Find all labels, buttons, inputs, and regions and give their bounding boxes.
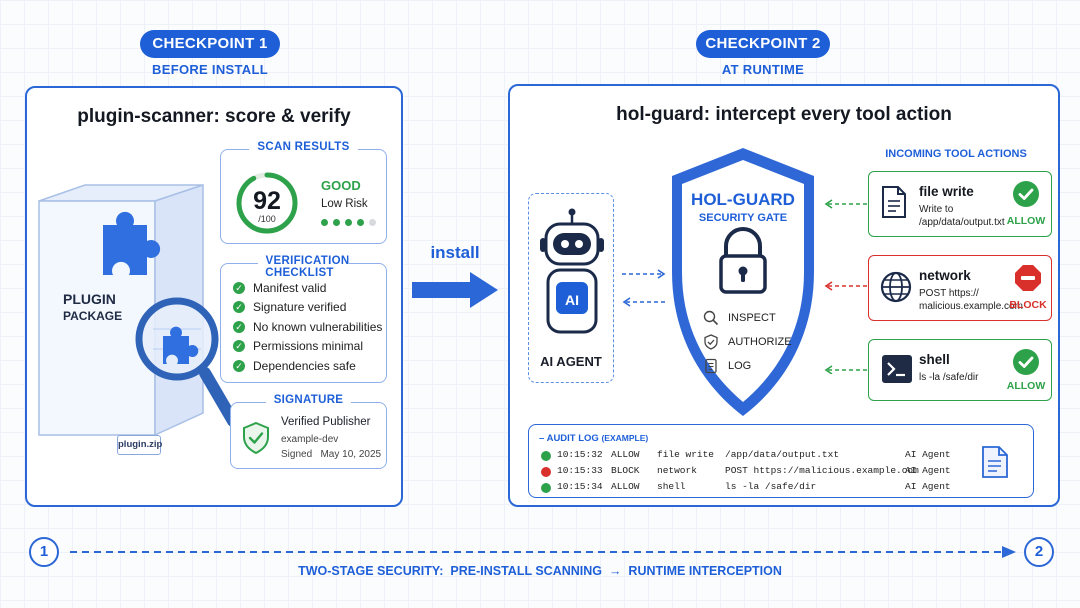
log-document-icon [705,358,717,374]
package-label-line2: PACKAGE [63,309,123,323]
action-verdict: BLOCK [1009,299,1047,311]
checklist-item: ✓No known vulnerabilities [233,317,382,337]
magnifier-icon [135,297,239,427]
action-card-file-write: file write Write to /app/data/output.txt… [868,171,1052,237]
action-card-network: network POST https:// malicious.example.… [868,255,1052,321]
globe-icon [880,271,912,303]
shield-title: HOL-GUARD [691,190,795,209]
file-icon [882,186,906,218]
scan-results-legend: SCAN RESULTS [249,141,358,153]
ai-agent-box: AI AI AGENT [528,193,614,383]
step-2-badge: 2 [1024,537,1054,567]
action-verdict: ALLOW [1006,380,1046,392]
risk-dot [321,219,328,226]
block-stop-icon [1015,265,1041,291]
audit-log-rows: 10:15:32 ALLOW file write /app/data/outp… [541,449,961,497]
signature-card: SIGNATURE Verified Publisher example-dev… [230,394,387,469]
gate-steps: INSPECT AUTHORIZE LOG [703,306,792,378]
checklist-items: ✓Manifest valid ✓Signature verified ✓No … [233,278,382,376]
check-icon: ✓ [233,340,245,353]
shield-check-icon [243,421,269,455]
risk-dot [357,219,364,226]
allow-check-icon [1013,349,1039,375]
checkpoint-1-subtitle: BEFORE INSTALL [152,62,268,77]
incoming-title: INCOMING TOOL ACTIONS [885,148,1027,160]
document-icon [982,446,1008,478]
allow-dot-icon [541,451,551,461]
checklist-legend: VERIFICATION CHECKLIST [257,255,350,279]
verification-checklist-card: VERIFICATION CHECKLIST ✓Manifest valid ✓… [220,255,387,383]
audit-log-row: 10:15:34 ALLOW shell ls -la /safe/dir AI… [541,481,961,497]
hol-guard-title: hol-guard: intercept every tool action [616,104,952,125]
hol-guard-panel: hol-guard: intercept every tool action A… [508,84,1060,507]
audit-log-title: – AUDIT LOG (EXAMPLE) [539,433,649,444]
allow-check-icon [1013,181,1039,207]
gate-step-authorize: AUTHORIZE [703,330,792,354]
score-gauge [236,172,298,234]
checklist-item: ✓Signature verified [233,298,382,318]
plugin-scanner-title: plugin-scanner: score & verify [77,106,351,127]
risk-dot [333,219,340,226]
stage-progress-arrow [70,546,1016,558]
allow-dot-icon [541,483,551,493]
agent-gate-arrows [622,269,666,307]
action-verdict: ALLOW [1006,215,1046,227]
shield-icon [672,148,814,416]
plugin-scanner-panel: plugin-scanner: score & verify PLUGIN PA… [25,86,403,507]
checklist-item: ✓Dependencies safe [233,356,382,376]
scan-results-card: SCAN RESULTS 92 /100 GOOD Low Risk [220,141,387,244]
step-1-badge: 1 [29,537,59,567]
signature-name: example-dev [281,434,339,445]
shield-check-icon [704,334,718,350]
checklist-item: ✓Manifest valid [233,278,382,298]
score-max: /100 [258,214,276,224]
risk-dots [321,219,376,226]
action-title: network [919,268,971,283]
package-label-line1: PLUGIN [63,291,116,307]
action-detail-line2: /app/data/output.txt [919,217,1005,228]
checkpoint-2-pill: CHECKPOINT 2 [696,30,830,58]
footer-caption: TWO-STAGE SECURITY: PRE-INSTALL SCANNING… [298,564,782,578]
risk-label: Low Risk [321,198,368,210]
shield-subtitle: SECURITY GATE [698,212,788,224]
action-title: shell [919,352,950,367]
plugin-package-illustration: PLUGIN PACKAGE plugin.zip [33,163,239,455]
incoming-arrows [824,199,868,374]
package-file-label: plugin.zip [117,435,162,455]
action-detail-line1: POST https:// [919,288,979,299]
score-status: GOOD [321,178,361,193]
terminal-icon [882,355,912,383]
gate-step-log: LOG [703,354,792,378]
check-icon: ✓ [233,301,245,314]
audit-log-card: – AUDIT LOG (EXAMPLE) 10:15:32 ALLOW fil… [528,424,1034,498]
search-icon [703,310,719,326]
install-arrow-icon [412,272,498,308]
action-card-shell: shell ls -la /safe/dir ALLOW [868,339,1052,401]
check-icon: ✓ [233,281,245,294]
action-title: file write [919,184,974,199]
action-detail-line1: ls -la /safe/dir [919,372,979,383]
risk-dot [345,219,352,226]
signature-publisher: Verified Publisher [281,416,371,428]
checkpoint-1-pill: CHECKPOINT 1 [140,30,280,58]
audit-log-row: 10:15:33 BLOCK network POST https://mali… [541,465,961,481]
audit-log-row: 10:15:32 ALLOW file write /app/data/outp… [541,449,961,465]
signature-legend: SIGNATURE [265,394,352,406]
ai-badge: AI [565,292,579,308]
signature-date: Signed May 10, 2025 [281,449,382,460]
risk-dot [369,219,376,226]
install-label: install [430,243,480,262]
checkpoint-2-subtitle: AT RUNTIME [721,62,805,77]
checklist-item: ✓Permissions minimal [233,337,382,357]
score-value: 92 [253,187,281,215]
gate-step-inspect: INSPECT [703,306,792,330]
ai-agent-label: AI AGENT [540,354,602,369]
action-detail-line1: Write to [919,204,954,215]
check-icon: ✓ [233,359,245,372]
check-icon: ✓ [233,320,245,333]
robot-icon [540,208,604,334]
action-detail-line2: malicious.example.com [919,301,1023,312]
block-dot-icon [541,467,551,477]
